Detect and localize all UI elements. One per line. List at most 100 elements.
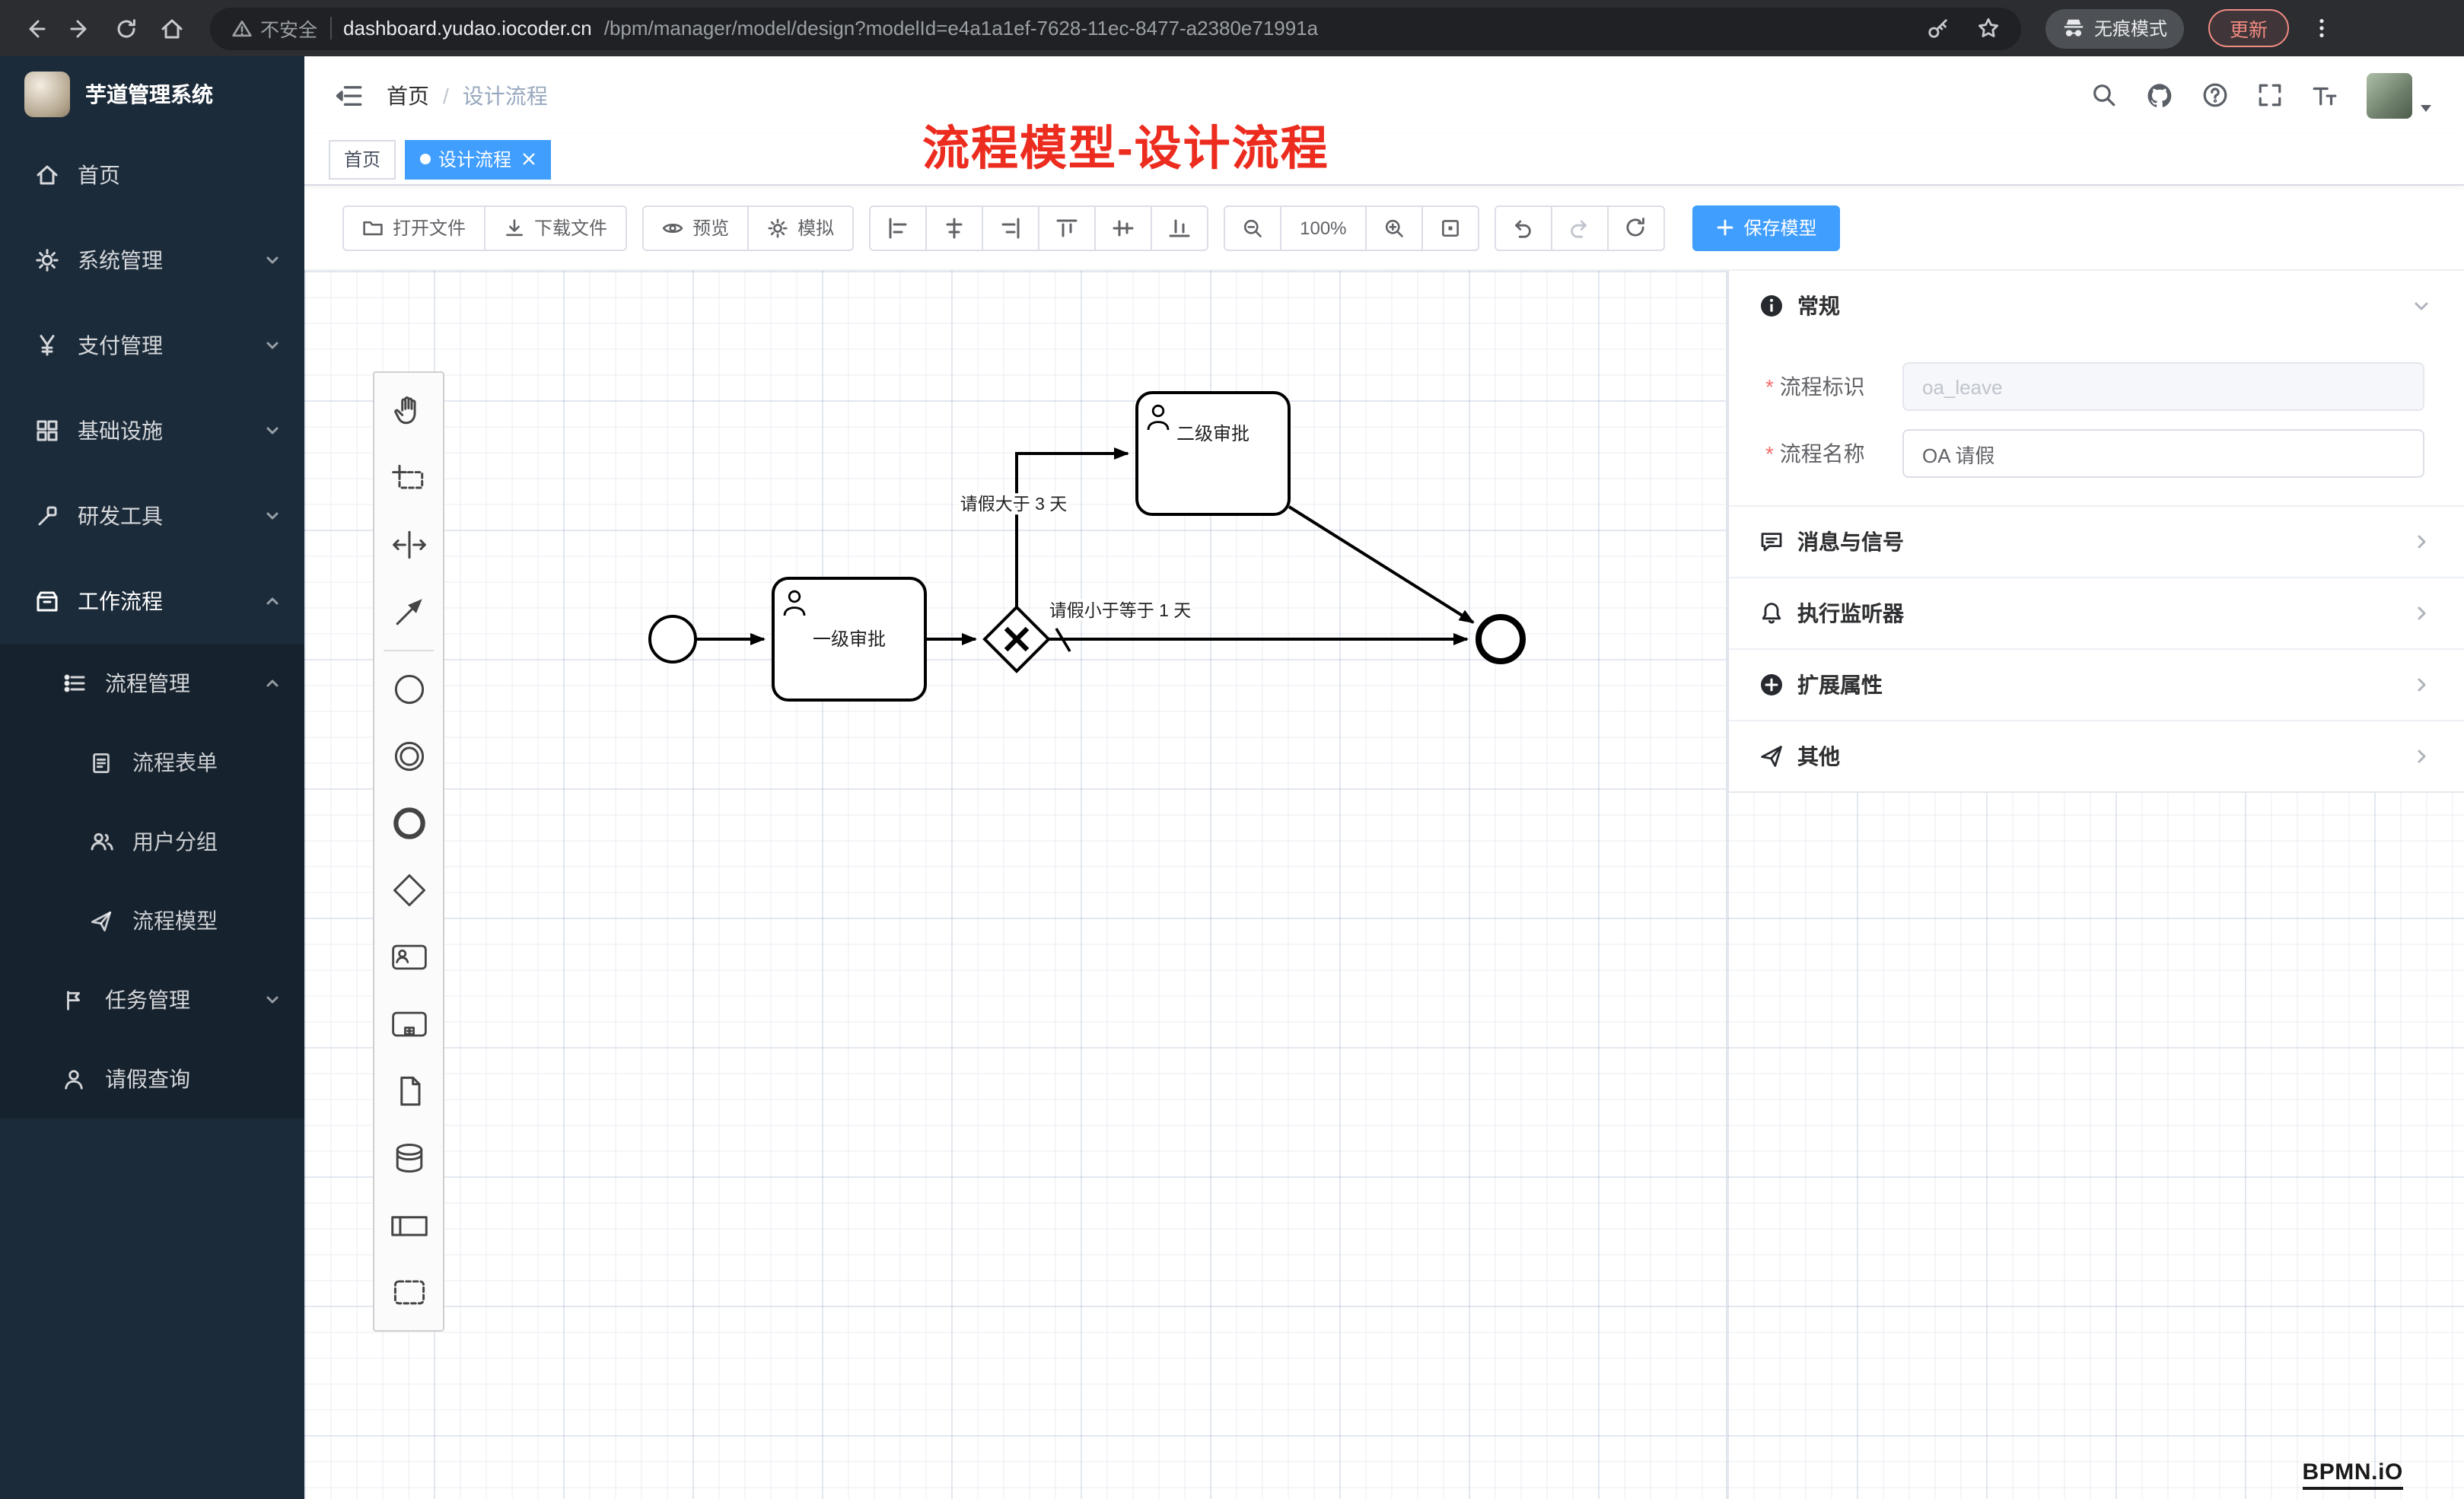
sidebar-item-dev[interactable]: 研发工具 <box>0 473 304 559</box>
align-middle-icon <box>1113 219 1134 236</box>
send-icon <box>91 910 112 931</box>
tab-design-process[interactable]: 设计流程 <box>405 139 552 179</box>
home-icon <box>161 18 183 38</box>
header-help-button[interactable] <box>2202 82 2228 108</box>
section-general[interactable]: 常规 <box>1729 271 2464 341</box>
data-store-icon <box>395 1144 422 1173</box>
process-key-field: 流程标识 <box>1765 362 2424 411</box>
end-event-icon <box>393 807 425 839</box>
bookmark-button[interactable] <box>1977 17 2000 40</box>
security-chip[interactable]: 不安全 <box>231 14 317 43</box>
archive-icon <box>36 591 57 612</box>
preview-button[interactable]: 预览 <box>642 205 750 250</box>
restart-button[interactable] <box>1606 205 1665 250</box>
palette-create-user-task[interactable] <box>374 924 443 991</box>
key-button[interactable] <box>1927 17 1950 40</box>
tab-close-button[interactable] <box>522 152 536 166</box>
header-fullscreen-button[interactable] <box>2257 82 2283 108</box>
zoom-out-button[interactable] <box>1224 205 1282 250</box>
simulate-button[interactable]: 模拟 <box>747 205 855 250</box>
palette-create-participant[interactable] <box>374 1192 443 1259</box>
zoom-button-group: 100% <box>1224 205 1479 250</box>
section-extensions[interactable]: 扩展属性 <box>1729 648 2464 720</box>
palette-create-data-store[interactable] <box>374 1125 443 1192</box>
sidebar-item-process-mgmt[interactable]: 流程管理 <box>0 644 304 723</box>
zoom-level-button[interactable]: 100% <box>1280 205 1367 250</box>
forward-button[interactable] <box>61 8 100 48</box>
palette-hand-tool[interactable] <box>374 377 443 444</box>
task-second-approval[interactable]: 二级审批 <box>1135 391 1291 516</box>
palette-create-subprocess[interactable] <box>374 991 443 1058</box>
address-bar[interactable]: 不安全 dashboard.yudao.iocoder.cn/bpm/manag… <box>210 7 2021 49</box>
update-button[interactable]: 更新 <box>2208 9 2290 47</box>
collapse-sidebar-button[interactable] <box>335 81 362 109</box>
sidebar-item-infra[interactable]: 基础设施 <box>0 388 304 473</box>
header-search-button[interactable] <box>2091 82 2117 108</box>
section-title: 扩展属性 <box>1797 673 1883 697</box>
palette-create-data-object[interactable] <box>374 1058 443 1125</box>
flow-second-to-end[interactable] <box>1288 505 1475 624</box>
palette-create-group[interactable] <box>374 1259 443 1326</box>
open-file-button[interactable]: 打开文件 <box>342 205 486 250</box>
palette-create-end-event[interactable] <box>374 790 443 857</box>
process-key-input <box>1902 362 2424 411</box>
section-messages[interactable]: 消息与信号 <box>1729 505 2464 577</box>
sidebar-item-system[interactable]: 系统管理 <box>0 218 304 303</box>
sidebar-item-home[interactable]: 首页 <box>0 132 304 218</box>
header-github-button[interactable] <box>2146 81 2173 109</box>
section-listeners[interactable]: 执行监听器 <box>1729 577 2464 648</box>
process-name-input[interactable] <box>1902 429 2424 478</box>
sidebar-item-label: 研发工具 <box>78 504 163 528</box>
palette-create-intermediate-event[interactable] <box>374 723 443 790</box>
app-logo[interactable]: 芋道管理系统 <box>0 56 304 132</box>
home-button[interactable] <box>152 8 192 48</box>
undo-button[interactable] <box>1494 205 1552 250</box>
save-model-button[interactable]: 保存模型 <box>1692 205 1840 250</box>
align-top-button[interactable] <box>1038 205 1097 250</box>
bpmn-canvas[interactable]: 一级审批 请假大于 3 天 二级审批 请假小于等于 1 天 <box>304 271 2464 1499</box>
browser-menu-button[interactable] <box>2310 17 2333 40</box>
sidebar-item-user-group[interactable]: 用户分组 <box>0 802 304 881</box>
reload-button[interactable] <box>107 8 146 48</box>
align-right-button[interactable] <box>982 205 1040 250</box>
incognito-badge: 无痕模式 <box>2045 8 2185 48</box>
user-menu[interactable] <box>2367 72 2434 118</box>
sidebar-item-leave-query[interactable]: 请假查询 <box>0 1039 304 1119</box>
back-button[interactable] <box>15 8 55 48</box>
section-others[interactable]: 其他 <box>1729 720 2464 791</box>
condition-label-gt3[interactable]: 请假大于 3 天 <box>957 491 1071 517</box>
header-fontsize-button[interactable] <box>2312 82 2338 108</box>
task-first-approval[interactable]: 一级审批 <box>772 577 927 702</box>
bpmn-io-logo[interactable]: BPMN.iO <box>2302 1459 2403 1490</box>
breadcrumb-home[interactable]: 首页 <box>387 83 429 107</box>
start-event[interactable] <box>648 615 697 664</box>
flow-gateway-to-second[interactable] <box>1015 447 1129 607</box>
palette-create-start-event[interactable] <box>374 656 443 723</box>
question-icon <box>2203 83 2227 107</box>
align-left-button[interactable] <box>869 205 928 250</box>
zoom-reset-button[interactable] <box>1421 205 1479 250</box>
align-middle-button[interactable] <box>1094 205 1153 250</box>
align-bottom-button[interactable] <box>1151 205 1209 250</box>
zoom-in-button[interactable] <box>1364 205 1423 250</box>
end-event[interactable] <box>1476 614 1526 664</box>
condition-label-le1[interactable]: 请假小于等于 1 天 <box>1046 597 1195 623</box>
align-left-icon <box>889 217 907 238</box>
exclusive-gateway[interactable] <box>982 605 1051 673</box>
palette-lasso-tool[interactable] <box>374 444 443 511</box>
sidebar-item-process-model[interactable]: 流程模型 <box>0 881 304 960</box>
sidebar-item-workflow[interactable]: 工作流程 <box>0 559 304 644</box>
palette-create-gateway[interactable] <box>374 857 443 924</box>
download-file-button[interactable]: 下载文件 <box>484 205 628 250</box>
sidebar-item-process-form[interactable]: 流程表单 <box>0 723 304 802</box>
redo-button[interactable] <box>1550 205 1609 250</box>
tab-home[interactable]: 首页 <box>329 139 396 179</box>
sidebar-item-task-mgmt[interactable]: 任务管理 <box>0 960 304 1039</box>
process-key-label: 流程标识 <box>1765 371 1902 402</box>
chevron-up-icon <box>266 679 279 687</box>
align-center-button[interactable] <box>925 205 984 250</box>
sidebar-item-pay[interactable]: 支付管理 <box>0 303 304 388</box>
document-icon <box>93 752 110 773</box>
palette-global-connect-tool[interactable] <box>374 578 443 645</box>
palette-space-tool[interactable] <box>374 511 443 578</box>
